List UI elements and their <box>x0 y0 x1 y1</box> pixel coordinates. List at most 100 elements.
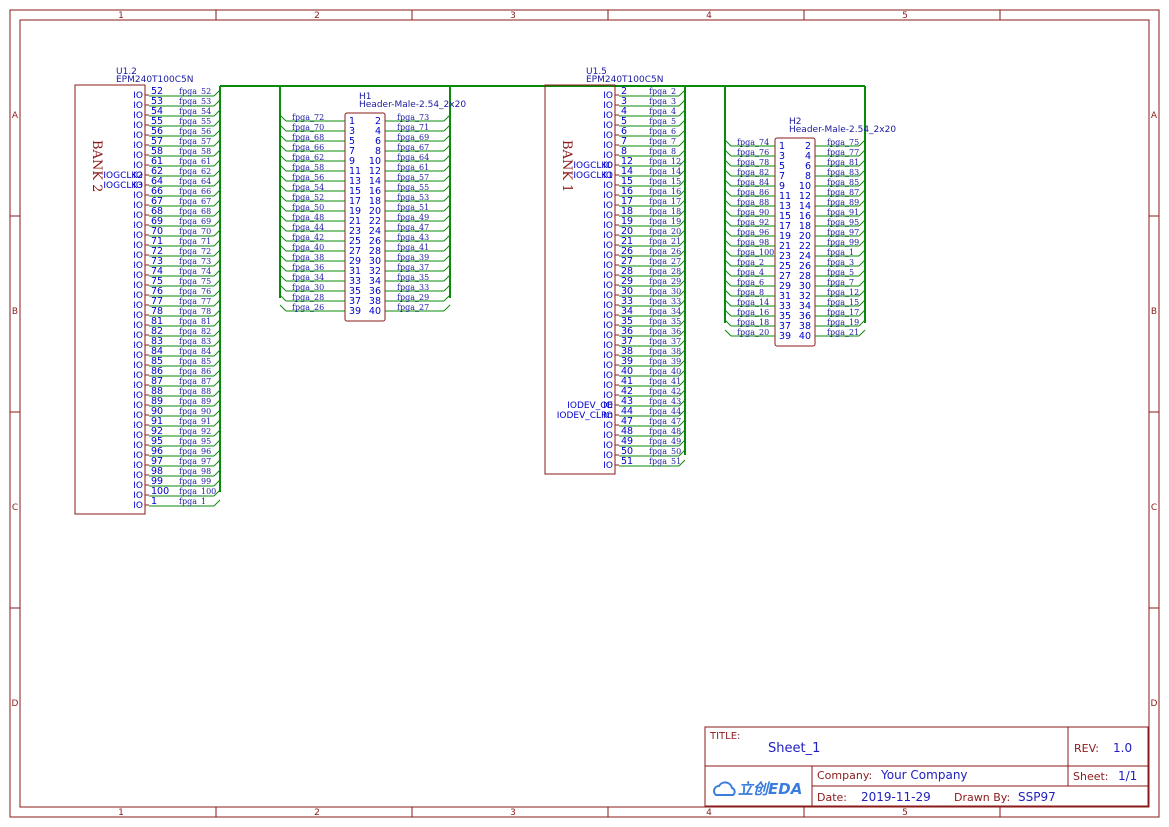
u1-5-pin-name: IO <box>603 241 613 251</box>
u1-2-pin-number: 71 <box>151 236 163 247</box>
frame-row-right-C: C <box>1151 503 1157 513</box>
u1-5-pin-name: IO <box>603 331 613 341</box>
h1-net-label: fpga_47 <box>397 223 429 232</box>
u1-5-pin-name: IO <box>603 221 613 231</box>
h1-pin-number: 15 <box>349 186 361 197</box>
u1-2-net-label: fpga_82 <box>179 327 211 336</box>
drawn-by-value: SSP97 <box>1018 790 1056 804</box>
u1-2-pin-number: 82 <box>151 326 163 337</box>
u1-5-pin-number: 33 <box>621 296 633 307</box>
h1-value: Header-Male-2.54_2x20 <box>359 100 466 110</box>
u1-5-body <box>544 84 616 475</box>
u1-2-pin-name: IO <box>133 181 143 191</box>
h1-net-label: fpga_48 <box>292 213 324 222</box>
u1-5-net-label: fpga_34 <box>649 307 681 316</box>
title-label: TITLE: <box>709 731 740 742</box>
u1-2-net-label: fpga_90 <box>179 407 211 416</box>
frame-col-bottom-3: 3 <box>510 808 516 818</box>
u1-2-net-label: fpga_55 <box>179 117 211 126</box>
u1-5-pin-number: 50 <box>621 446 633 457</box>
h2-pin-number: 36 <box>799 311 811 322</box>
h2-net-label: fpga_98 <box>737 238 769 247</box>
component-u1-2[interactable]: U1.2 EPM240T100C5N BANK 2 IOGCLK2 IOGCLK… <box>74 67 221 515</box>
u1-2-net-label: fpga_77 <box>179 297 211 306</box>
u1-2-pin-number: 75 <box>151 276 163 287</box>
u1-5-pin-name: IO <box>603 341 613 351</box>
u1-5-net-label: fpga_42 <box>649 387 681 396</box>
u1-5-pin-name: IO <box>603 231 613 241</box>
date-label: Date: <box>817 791 847 804</box>
h1-pin-number: 28 <box>369 246 381 257</box>
h1-pin-number: 39 <box>349 306 361 317</box>
h1-body <box>344 112 386 322</box>
u1-2-pin-number: 86 <box>151 366 163 377</box>
h1-net-label: fpga_26 <box>292 303 324 312</box>
u1-2-pin-name: IO <box>133 151 143 161</box>
h1-pin-number: 1 <box>349 116 355 127</box>
u1-5-pin-number: 36 <box>621 326 633 337</box>
company-label: Company: <box>817 769 872 782</box>
component-h1[interactable]: H1 Header-Male-2.54_2x20 1fpga_723fpga_7… <box>279 92 466 322</box>
u1-2-pin-name: IO <box>133 321 143 331</box>
u1-2-pin-name: IO <box>133 161 143 171</box>
h1-net-label: fpga_41 <box>397 243 429 252</box>
h2-pin-number: 27 <box>779 271 791 282</box>
h1-pin-number: 12 <box>369 166 381 177</box>
u1-5-pin-name: IO <box>603 201 613 211</box>
h1-net-label: fpga_50 <box>292 203 324 212</box>
u1-2-pin-name: IO <box>133 171 143 181</box>
h2-pin-number: 17 <box>779 221 791 232</box>
h1-pin-number: 7 <box>349 146 355 157</box>
h1-net-label: fpga_57 <box>397 173 429 182</box>
h2-pin-number: 39 <box>779 331 791 342</box>
h1-pin-number: 33 <box>349 276 361 287</box>
h2-net-label: fpga_12 <box>827 288 859 297</box>
component-u1-5[interactable]: U1.5 EPM240T100C5N BANK 1 IOGCLK0 IOGCLK… <box>544 67 686 475</box>
u1-5-pin-name: IO <box>603 281 613 291</box>
h2-pin-number: 33 <box>779 301 791 312</box>
h1-net-label: fpga_67 <box>397 143 429 152</box>
h1-pin-number: 25 <box>349 236 361 247</box>
u1-2-pin-number: 98 <box>151 466 163 477</box>
component-h2[interactable]: H2 Header-Male-2.54_2x20 1fpga_743fpga_7… <box>724 117 896 347</box>
h2-pin-number: 15 <box>779 211 791 222</box>
u1-2-pin-name: IO <box>133 271 143 281</box>
u1-5-pin-number: 5 <box>621 116 627 127</box>
u1-2-net-label: fpga_1 <box>179 497 206 506</box>
u1-5-net-label: fpga_16 <box>649 187 681 196</box>
u1-2-net-label: fpga_96 <box>179 447 211 456</box>
h1-pin-number: 30 <box>369 256 381 267</box>
u1-5-pin-name: IO <box>603 131 613 141</box>
u1-2-clk-label-1: IOGCLK2 <box>103 171 143 181</box>
u1-5-pin-name: IO <box>603 101 613 111</box>
h2-net-label: fpga_92 <box>737 218 769 227</box>
h2-pin-number: 31 <box>779 291 791 302</box>
h1-pin-number: 10 <box>369 156 381 167</box>
u1-5-pin-name: IO <box>603 261 613 271</box>
u1-2-pin-number: 77 <box>151 296 163 307</box>
h1-pin-number: 6 <box>375 136 381 147</box>
u1-2-pin-number: 81 <box>151 316 163 327</box>
u1-5-net-label: fpga_12 <box>649 157 681 166</box>
h1-pin-number: 16 <box>369 186 381 197</box>
u1-2-pin-name: IO <box>133 111 143 121</box>
u1-5-clk-label-1: IOGCLK0 <box>573 161 613 171</box>
u1-5-net-label: fpga_30 <box>649 287 681 296</box>
h1-net-label: fpga_56 <box>292 173 324 182</box>
u1-2-net-label: fpga_84 <box>179 347 211 356</box>
u1-2-pin-number: 95 <box>151 436 163 447</box>
h2-pin-number: 5 <box>779 161 785 172</box>
h1-pin-number: 14 <box>369 176 381 187</box>
h1-pin-number: 26 <box>369 236 381 247</box>
u1-5-pin-number: 3 <box>621 96 627 107</box>
h1-net-label: fpga_49 <box>397 213 429 222</box>
u1-2-pin-number: 73 <box>151 256 163 267</box>
u1-2-net-label: fpga_81 <box>179 317 211 326</box>
u1-2-pin-number: 92 <box>151 426 163 437</box>
u1-5-net-label: fpga_35 <box>649 317 681 326</box>
u1-5-pin-number: 20 <box>621 226 633 237</box>
u1-5-pin-number: 12 <box>621 156 633 167</box>
u1-5-pin-number: 14 <box>621 166 633 177</box>
u1-5-pin-number: 2 <box>621 86 627 97</box>
